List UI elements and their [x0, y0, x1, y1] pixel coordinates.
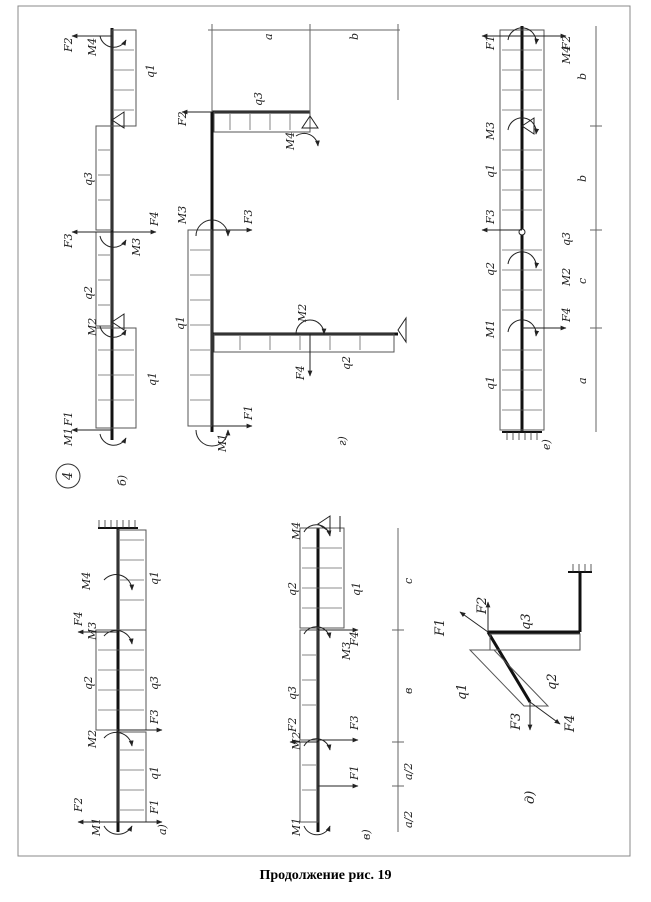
- panel-g-label: г): [336, 436, 349, 446]
- b-force-4: F4: [148, 211, 161, 227]
- b-force-3: F3: [62, 233, 75, 249]
- e-load-3: q3: [560, 232, 573, 246]
- v-load-3: q1: [350, 582, 363, 596]
- a-force-3: F3: [148, 709, 161, 725]
- a-load-3: q3: [148, 676, 161, 690]
- panel-v: в) F1 F2 F3 F4 M1 M2 M3 M4 q3 q2 q1 a/2 …: [286, 515, 415, 840]
- g-dim-2: b: [348, 33, 361, 40]
- e-moment-1: M1: [484, 320, 497, 339]
- panel-b-label: б): [116, 475, 129, 486]
- e-dim-1: a: [576, 377, 589, 384]
- v-load-2: q2: [286, 582, 299, 596]
- b-force-2: F2: [62, 37, 75, 53]
- a-load-1: q1: [148, 766, 161, 780]
- g-dim-1: a: [262, 33, 275, 40]
- e-load-4: q1: [484, 164, 497, 178]
- a-load-4: q1: [148, 571, 161, 585]
- b-load-2: q2: [82, 286, 95, 300]
- v-moment-4: M4: [290, 522, 303, 541]
- v-moment-2: M2: [290, 732, 303, 751]
- a-moment-4: M4: [80, 572, 93, 591]
- a-force-1: F2: [72, 797, 85, 813]
- panel-a: а) F2 F1 F3 F4 M1 M2 M3 M4 q1 q2 q3 q1: [72, 520, 169, 837]
- v-dim-4: с: [402, 578, 415, 584]
- v-load-1: q3: [286, 686, 299, 700]
- panel-d: д) F1 F2 F3 F4 q1 q2 q3: [433, 564, 592, 804]
- a-moment-1: M1: [90, 818, 103, 837]
- b-moment-1: M1: [62, 428, 75, 447]
- v-force-2: F2: [286, 717, 299, 733]
- v-force-3: F3: [348, 715, 361, 731]
- figure-number-circle: [55, 463, 81, 489]
- e-force-2: F2: [560, 35, 573, 51]
- g-load-2: q2: [340, 356, 353, 370]
- v-dim-1: a/2: [402, 811, 415, 828]
- v-moment-1: M1: [290, 818, 303, 837]
- d-force-3: F3: [509, 713, 524, 731]
- g-moment-4: M4: [284, 132, 297, 151]
- g-moment-3: M3: [176, 206, 189, 225]
- e-load-2: q2: [484, 262, 497, 276]
- g-force-2: F2: [176, 111, 189, 127]
- e-dim-3: b: [576, 175, 589, 182]
- b-load-1: q1: [146, 372, 159, 386]
- b-load-4: q1: [144, 64, 157, 78]
- g-load-3: q3: [252, 92, 265, 106]
- panel-e-label: е): [540, 439, 553, 450]
- g-load-1: q1: [174, 316, 187, 330]
- e-moment-2: M2: [560, 268, 573, 287]
- beam-diagrams-scan: а) F2 F1 F3 F4 M1 M2 M3 M4 q1 q2 q3 q1: [17, 5, 631, 857]
- e-force-4: F4: [560, 307, 573, 323]
- d-load-3: q3: [519, 613, 534, 630]
- e-dim-2: c: [576, 278, 589, 284]
- v-moment-3: M3: [340, 642, 353, 661]
- a-force-4: F4: [72, 611, 85, 627]
- e-dim-4: b: [576, 73, 589, 80]
- e-load-1: q1: [484, 376, 497, 390]
- g-force-3: F3: [242, 209, 255, 225]
- figure-number: 4: [61, 472, 76, 481]
- b-moment-4: M4: [86, 38, 99, 57]
- b-force-1: F1: [62, 411, 75, 427]
- e-moment-3: M3: [484, 122, 497, 141]
- panel-g: г) F1 F2 F3 F4 M1 M2 M3 M4 q1 q2 q3 a b: [174, 24, 407, 453]
- g-moment-1: M1: [216, 434, 229, 453]
- v-force-4: F4: [348, 631, 361, 647]
- figure-caption: Продолжение рис. 19: [259, 868, 392, 883]
- v-dim-2: a/2: [402, 763, 415, 780]
- a-moment-2: M2: [86, 730, 99, 749]
- panel-v-label: в): [360, 829, 373, 840]
- panel-e: е) F1 F2 F3 F4 M1 M2 M3 M4 q1 q2 q3 q1 a…: [481, 26, 602, 450]
- d-load-1: q1: [455, 683, 470, 700]
- v-dim-3: в: [402, 688, 415, 694]
- panel-d-label: д): [523, 791, 538, 804]
- d-load-2: q2: [545, 673, 560, 690]
- d-force-1: F1: [433, 619, 448, 637]
- a-load-2: q2: [82, 676, 95, 690]
- a-moment-3: M3: [86, 622, 99, 641]
- b-moment-3: M3: [130, 238, 143, 257]
- panel-b: 4 б) F1 F3 F4 F2 M1 M2 M3 M4 q1 q2 q3 q1: [55, 28, 161, 489]
- g-moment-2: M2: [296, 304, 309, 323]
- panel-a-label: а): [156, 824, 169, 835]
- v-force-1: F1: [348, 765, 361, 781]
- e-force-1: F1: [484, 35, 497, 51]
- g-force-1: F1: [242, 405, 255, 421]
- d-force-2: F2: [475, 597, 490, 615]
- b-load-3: q3: [82, 172, 95, 186]
- b-moment-2: M2: [86, 318, 99, 337]
- d-force-4: F4: [563, 715, 578, 733]
- g-force-4: F4: [294, 365, 307, 381]
- e-moment-4: M4: [560, 46, 573, 65]
- e-force-3: F3: [484, 209, 497, 225]
- a-force-2: F1: [148, 799, 161, 815]
